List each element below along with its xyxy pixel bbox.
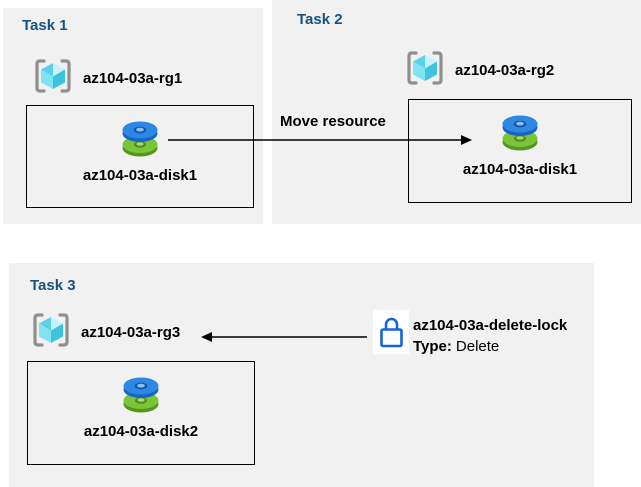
task3-resource-box: az104-03a-disk2: [27, 361, 255, 465]
delete-lock-type-line: Type:Delete: [413, 336, 567, 357]
task1-title: Task 1: [22, 17, 68, 34]
task1-panel: Task 1 az104-03a-rg1 az104-03a-disk1: [3, 8, 263, 224]
task2-resource-group: az104-03a-rg2: [405, 50, 554, 91]
delete-lock-type-value: Delete: [455, 338, 500, 355]
task2-resource-group-label: az104-03a-rg2: [455, 62, 555, 79]
task1-resource-group: az104-03a-rg1: [33, 58, 182, 99]
task1-resource-box: az104-03a-disk1: [26, 105, 254, 208]
delete-lock-icon-block: [373, 310, 409, 354]
disk-icon: [122, 121, 158, 157]
delete-lock-name: az104-03a-delete-lock: [413, 317, 568, 334]
delete-lock-type-label: Type:: [413, 338, 452, 355]
task2-resource-box: az104-03a-disk1: [408, 99, 632, 203]
task1-disk-label: az104-03a-disk1: [82, 167, 198, 184]
delete-lock-text: az104-03a-delete-lock Type:Delete: [413, 315, 567, 357]
resource-group-icon: [33, 313, 69, 347]
task3-resource-group: az104-03a-rg3: [31, 312, 180, 353]
disk-icon: [502, 115, 538, 151]
move-resource-label: Move resource: [280, 113, 386, 130]
task3-title: Task 3: [30, 277, 76, 294]
task3-resource-group-label: az104-03a-rg3: [81, 324, 181, 341]
lock-icon: [379, 317, 403, 347]
disk-icon: [123, 377, 159, 413]
task3-disk-label: az104-03a-disk2: [83, 423, 199, 440]
task2-title: Task 2: [297, 11, 343, 28]
task3-panel: Task 3 az104-03a-rg3 az104-03a-disk2: [9, 263, 594, 487]
resource-group-icon: [407, 51, 443, 85]
task2-panel: Task 2 az104-03a-rg2 az104-03a-disk1: [272, 0, 641, 224]
task2-disk-label: az104-03a-disk1: [462, 161, 578, 178]
task1-resource-group-label: az104-03a-rg1: [83, 70, 183, 87]
resource-group-icon: [35, 59, 71, 93]
